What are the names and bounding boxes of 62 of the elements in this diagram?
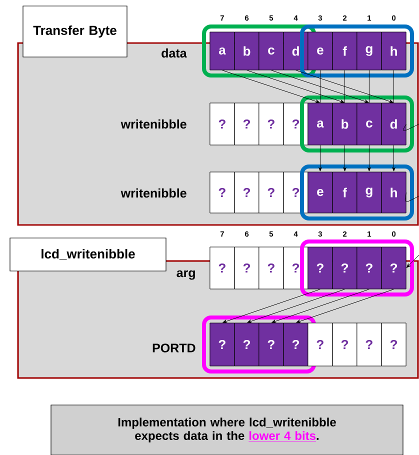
bit-cell: b	[234, 32, 260, 70]
bit-cell: ?	[356, 246, 382, 290]
bit-cell: e	[308, 172, 333, 214]
bit-cell: ?	[308, 246, 333, 290]
bit-cell: a	[210, 32, 235, 70]
highlight-outline	[300, 240, 414, 296]
bit-cell: h	[381, 172, 406, 214]
bit-cell: ?	[234, 102, 260, 146]
bit-cell: h	[381, 32, 406, 70]
highlight-outline	[300, 96, 414, 152]
arrow	[296, 70, 394, 104]
highlight-outline	[300, 164, 414, 220]
node-label: Transfer Byte	[33, 25, 116, 38]
bit-cell: ?	[258, 246, 284, 290]
highlight-outline	[300, 24, 414, 78]
bit-cell: ?	[210, 322, 235, 366]
bit-cell: ?	[258, 172, 284, 214]
arrow	[246, 70, 344, 104]
bit-cell: f	[332, 172, 358, 214]
bit-cell: ?	[258, 102, 284, 146]
bit-cell: d	[381, 102, 406, 146]
arrow	[222, 70, 320, 104]
bit-cell: ?	[381, 246, 406, 290]
arrow	[270, 70, 369, 104]
register-label: data	[162, 48, 187, 58]
bit-cell: a	[308, 102, 333, 146]
arrow	[272, 289, 370, 323]
bit-cell: ?	[210, 172, 235, 214]
highlight-outline	[202, 24, 316, 78]
arrow	[392, 145, 396, 172]
node-label: lcd_writenibble	[42, 248, 135, 260]
register-label: arg	[176, 270, 195, 280]
bit-cell: ?	[210, 102, 235, 146]
bit-cell: ?	[332, 246, 358, 290]
arrow	[247, 289, 346, 323]
bit-cell: ?	[258, 322, 284, 366]
arrow	[222, 289, 320, 323]
arrow	[318, 145, 322, 172]
bit-cell: ?	[210, 246, 235, 290]
arrow	[343, 145, 346, 172]
bit-cell: b	[332, 102, 358, 146]
bit-cell: c	[356, 102, 382, 146]
bit-cell: ?	[234, 322, 260, 366]
bit-cell: c	[258, 32, 284, 70]
register-label: writenibble	[120, 119, 186, 129]
note-box: Implementation where lcd_writenibble expects data in the lower 4 bits.	[50, 404, 404, 455]
bit-cell: ?	[234, 172, 260, 214]
register-label: PORTD	[152, 344, 196, 352]
bit-cell: ?	[283, 322, 308, 366]
bit-cell: ?	[234, 246, 260, 290]
bit-cell: g	[356, 32, 382, 70]
bit-cell: ?	[332, 322, 358, 366]
bit-cell: g	[356, 172, 382, 214]
bit-cell: f	[332, 32, 358, 70]
bit-cell: ?	[356, 322, 382, 366]
bit-cell: e	[308, 32, 333, 70]
bit-cell: ?	[308, 322, 333, 366]
arrow	[406, 254, 419, 268]
bit-cell: ?	[381, 322, 406, 366]
arrow	[368, 145, 371, 172]
register-label: writenibble	[120, 188, 186, 198]
arrow	[296, 289, 394, 323]
